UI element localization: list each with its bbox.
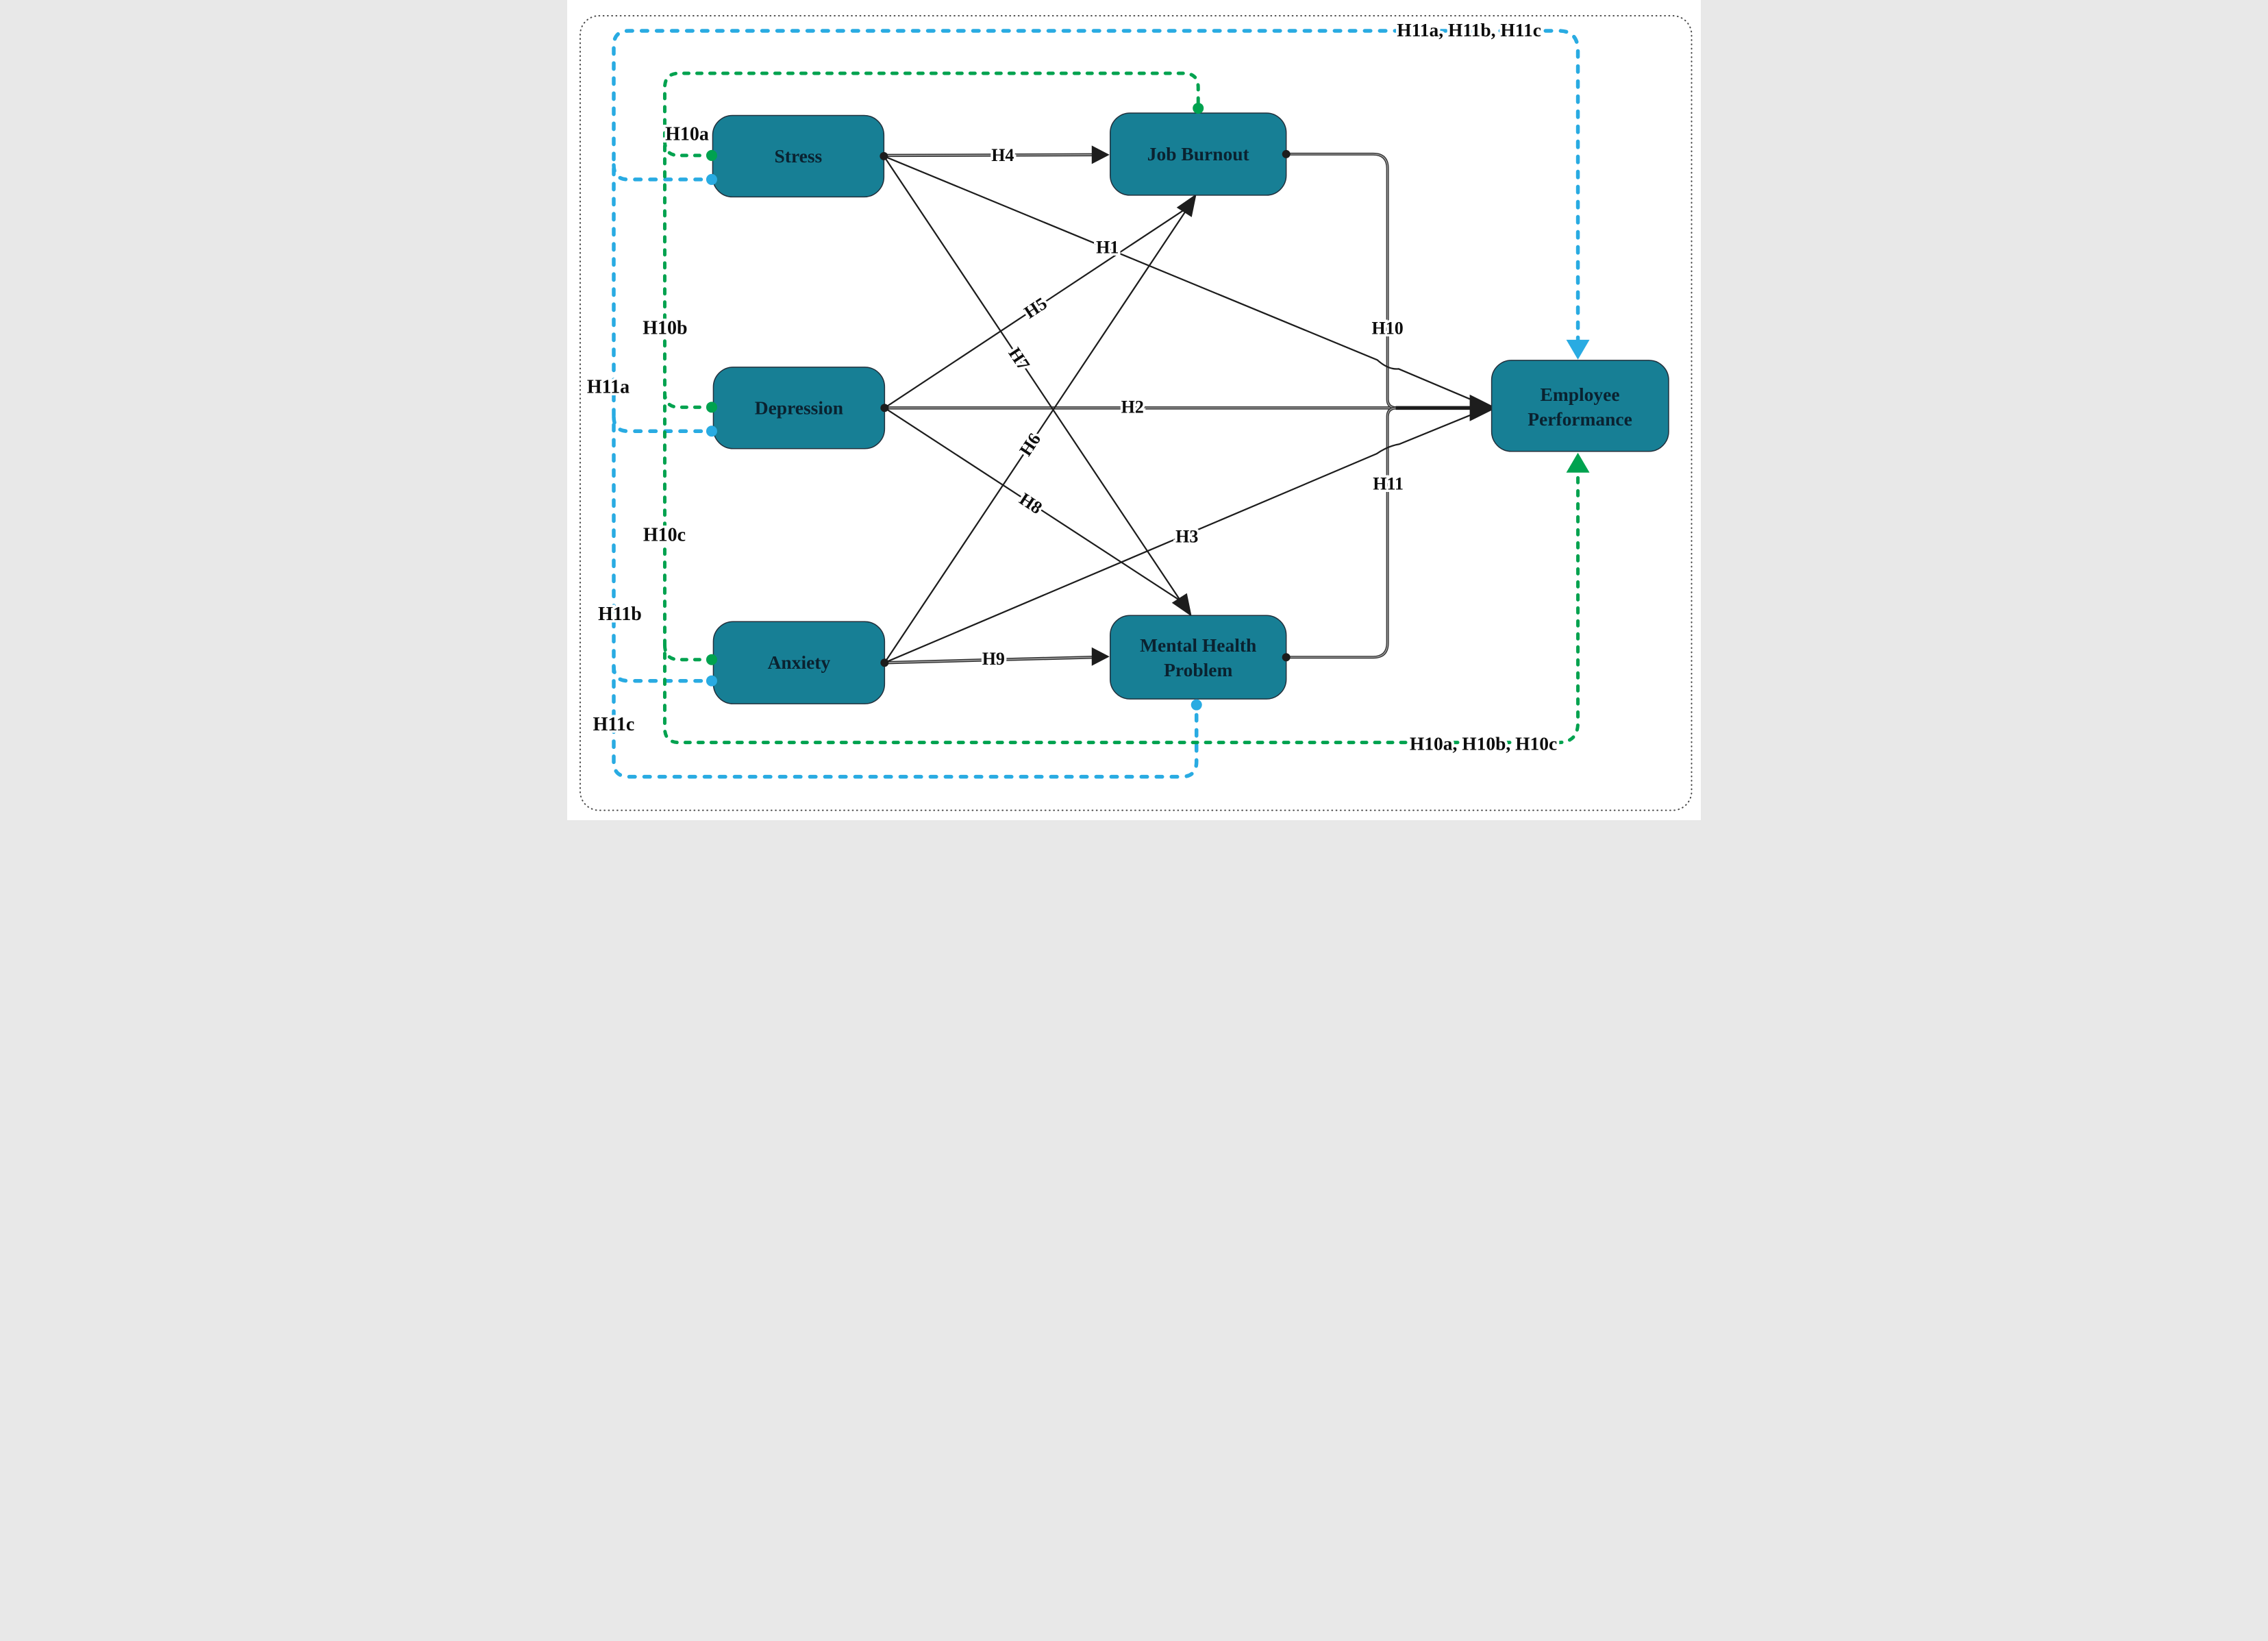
label-h10c: H10c: [643, 524, 686, 545]
green-arrowhead-into-employee-performance: [1566, 452, 1590, 473]
arrowhead-into-job-burnout-bottom: [1176, 193, 1197, 217]
edge-h5: [884, 209, 1184, 409]
label-h3: H3: [1175, 526, 1198, 546]
edge-h11: [1286, 406, 1397, 659]
node-ep-label-line2: Performance: [1528, 409, 1632, 430]
node-depression-label: Depression: [755, 397, 843, 418]
green-mediation-path: [662, 71, 1590, 745]
node-mental-health-problem: [1110, 615, 1287, 700]
edge-h8: [884, 407, 1182, 602]
label-h1: H1: [1096, 237, 1119, 257]
label-h10-group: H10a, H10b, H10c: [1410, 734, 1557, 754]
edge-h10: [1286, 152, 1397, 410]
label-h10a: H10a: [665, 123, 709, 145]
node-mhp-label-line1: Mental Health: [1140, 635, 1256, 656]
figure-page: Stress Depression Anxiety Job Burnout Me…: [567, 0, 1701, 821]
black-dot-anxiety-right: [880, 658, 889, 667]
label-h9: H9: [982, 649, 1005, 669]
blue-stub-stress: [612, 163, 708, 182]
label-h11b: H11b: [598, 604, 642, 625]
label-h11c: H11c: [593, 714, 635, 735]
green-stub-stress: [662, 139, 708, 158]
green-dot-job-burnout-top: [1193, 102, 1204, 114]
blue-mediation-path: [612, 29, 1590, 779]
blue-stub-anxiety: [612, 664, 708, 683]
edge-h1: [883, 155, 1475, 402]
edge-h7: [883, 156, 1181, 601]
edge-h6: [884, 212, 1186, 663]
label-h8: H8: [1016, 489, 1046, 518]
black-dot-depression-right: [880, 404, 889, 412]
black-dot-job-burnout-right: [1282, 149, 1291, 158]
label-h11-group: H11a, H11b, H11c: [1397, 20, 1541, 40]
blue-dot-stress-left: [706, 173, 717, 185]
label-h2: H2: [1121, 397, 1144, 417]
black-dot-stress-right: [880, 151, 888, 160]
outer-dotted-border: [580, 14, 1693, 811]
green-dot-stress-left: [706, 149, 717, 161]
label-h11a: H11a: [587, 376, 630, 397]
edge-h10-core: [1286, 153, 1397, 409]
arrowhead-h4: [1091, 145, 1110, 164]
edge-h9-core: [884, 656, 1093, 664]
connector-dots: [706, 102, 1291, 711]
node-mhp-label-line2: Problem: [1164, 660, 1232, 680]
edge-h3: [884, 412, 1475, 664]
node-stress-label: Stress: [775, 146, 823, 166]
green-loop-line: [662, 71, 1580, 745]
hypothesis-edges: [883, 145, 1497, 666]
blue-dot-depression-left: [706, 425, 717, 437]
mediation-labels: H10a H10b H11a H10c H11b H11c H11a, H11b…: [584, 17, 1560, 757]
blue-stub-depression: [612, 415, 708, 434]
label-h10b: H10b: [643, 317, 687, 338]
node-job-burnout-label: Job Burnout: [1147, 144, 1250, 164]
arrowhead-into-employee-performance: [1469, 394, 1497, 421]
node-employee-performance: [1491, 360, 1669, 452]
label-h6: H6: [1016, 430, 1045, 460]
label-h4: H4: [991, 145, 1014, 165]
blue-dot-mhp-bottom: [1191, 699, 1202, 711]
blue-arrowhead-into-employee-performance: [1566, 339, 1590, 360]
black-dot-mhp-right: [1282, 653, 1291, 662]
node-ep-label-line1: Employee: [1541, 384, 1620, 405]
edge-h11-core: [1286, 407, 1397, 658]
green-stub-anxiety: [662, 643, 708, 662]
label-h10: H10: [1372, 318, 1404, 338]
green-stub-depression: [662, 391, 708, 409]
label-h11: H11: [1373, 473, 1404, 493]
green-dot-depression-left: [706, 402, 717, 413]
arrowhead-into-mhp-top: [1171, 593, 1192, 617]
blue-dot-anxiety-left: [706, 675, 717, 687]
nodes: Stress Depression Anxiety Job Burnout Me…: [712, 112, 1669, 704]
label-h5: H5: [1021, 293, 1051, 323]
blue-loop-line: [612, 29, 1580, 779]
green-dot-anxiety-left: [706, 654, 717, 665]
label-h7: H7: [1005, 344, 1034, 374]
research-model-diagram: Stress Depression Anxiety Job Burnout Me…: [567, 0, 1701, 821]
node-anxiety-label: Anxiety: [768, 652, 831, 673]
arrowhead-h9: [1091, 647, 1110, 666]
edge-h4-core: [884, 154, 1093, 156]
